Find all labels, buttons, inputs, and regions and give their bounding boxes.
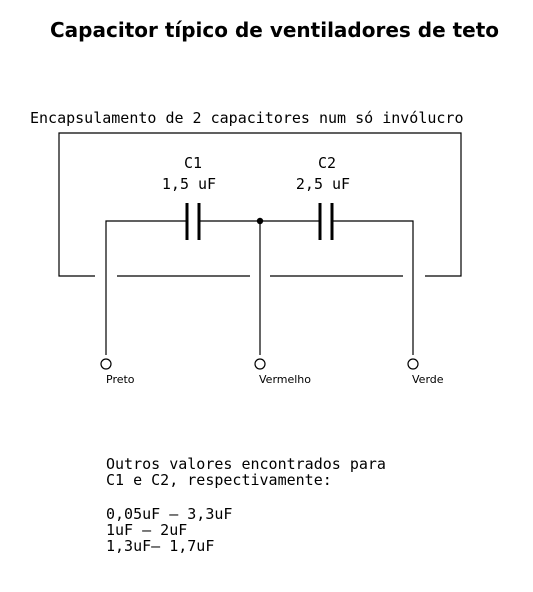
terminal-preto: [100, 358, 112, 370]
circuit-wiring: [105, 220, 414, 355]
enclosure-outline: [58, 132, 462, 277]
page-title: Capacitor típico de ventiladores de teto: [50, 18, 499, 42]
notes-intro-line1: Outros valores encontrados para: [106, 455, 386, 473]
c1-name: C1: [184, 154, 202, 172]
notes-value-2: 1uF – 2uF: [106, 521, 187, 539]
capacitor-c2-symbol: [318, 203, 334, 240]
terminal-label-verde: Verde: [412, 373, 444, 386]
capacitor-c1-symbol: [185, 203, 201, 240]
notes-value-3: 1,3uF– 1,7uF: [106, 537, 214, 555]
terminal-label-vermelho: Vermelho: [259, 373, 311, 386]
terminal-vermelho: [254, 358, 266, 370]
terminal-verde: [407, 358, 419, 370]
c1-value: 1,5 uF: [162, 175, 216, 193]
junction-node: [256, 217, 264, 225]
c2-name: C2: [318, 154, 336, 172]
terminal-label-preto: Preto: [106, 373, 135, 386]
notes-value-1: 0,05uF – 3,3uF: [106, 505, 232, 523]
c2-value: 2,5 uF: [296, 175, 350, 193]
enclosure-label: Encapsulamento de 2 capacitores num só i…: [30, 109, 463, 127]
notes-intro-line2: C1 e C2, respectivamente:: [106, 471, 332, 489]
